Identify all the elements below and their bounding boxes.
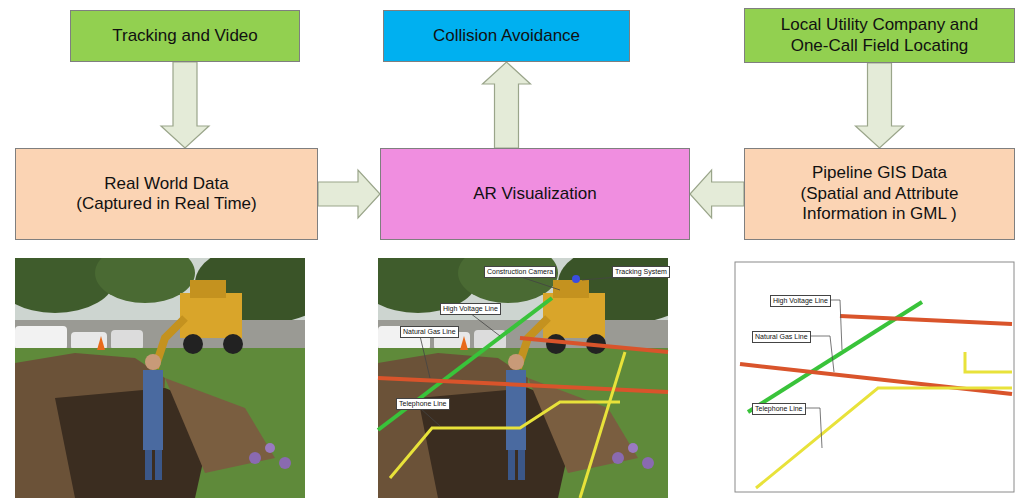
box-text: Tracking and Video — [112, 26, 258, 46]
leader-line — [420, 408, 440, 426]
site-photo — [15, 258, 305, 498]
callout-label: Telephone Line — [752, 403, 806, 415]
worker — [143, 370, 163, 450]
worker-leg — [145, 450, 152, 480]
site-photo-copy — [358, 243, 698, 498]
leader-line — [518, 276, 560, 290]
leader-line — [815, 300, 842, 350]
process-box: Real World Data (Captured in Real Time) — [15, 148, 318, 240]
flowers — [279, 457, 291, 469]
process-box: Collision Avoidance — [383, 10, 630, 62]
process-box: AR Visualization — [380, 148, 690, 240]
process-box: Local Utility Company and One-Call Field… — [744, 8, 1015, 63]
panel-frame — [735, 262, 1014, 492]
backhoe-cab — [190, 280, 226, 298]
telephone-line — [965, 352, 1012, 372]
dirt-pile — [165, 378, 275, 473]
block-arrow — [690, 170, 744, 218]
car — [111, 330, 143, 350]
car — [71, 332, 107, 350]
flowers — [265, 443, 275, 453]
telephone-line — [580, 352, 625, 498]
box-text: AR Visualization — [473, 184, 596, 204]
backhoe — [180, 293, 242, 338]
ar-overlay — [378, 275, 668, 498]
callout-label: Construction Camera — [484, 266, 556, 278]
callout-label: Telephone Line — [396, 398, 450, 410]
block-arrow — [483, 62, 531, 148]
block-arrow — [856, 63, 904, 148]
wheel — [183, 334, 203, 354]
callout-label: High Voltage Line — [770, 295, 831, 307]
gas-line — [520, 338, 668, 352]
box-text: Pipeline GIS Data (Spatial and Attribute… — [789, 163, 971, 224]
block-arrow — [318, 170, 380, 218]
wheel — [223, 334, 243, 354]
box-text: Local Utility Company and One-Call Field… — [764, 15, 996, 56]
callout-label: High Voltage Line — [440, 303, 501, 315]
leader-line — [470, 313, 500, 336]
flowers — [249, 452, 261, 464]
worker-head — [145, 354, 161, 370]
traffic-cone — [97, 336, 105, 350]
tracking-beacon — [572, 275, 580, 283]
grass — [15, 348, 305, 498]
worker-leg — [155, 450, 162, 480]
process-box: Pipeline GIS Data (Spatial and Attribute… — [744, 148, 1015, 240]
process-box: Tracking and Video — [70, 10, 300, 62]
telephone-line — [390, 402, 620, 478]
callout-label: Tracking System — [612, 266, 670, 278]
gas-line — [378, 378, 668, 392]
callout-label: Natural Gas Line — [752, 331, 811, 343]
block-arrow — [161, 62, 209, 148]
high-voltage-line — [378, 298, 552, 430]
box-text: Real World Data (Captured in Real Time) — [67, 174, 267, 215]
gas-line — [840, 316, 1012, 324]
callout-label: Natural Gas Line — [400, 326, 459, 338]
leader-line — [420, 336, 430, 378]
car — [15, 326, 67, 350]
gis-panel — [735, 262, 1014, 492]
box-text: Collision Avoidance — [433, 26, 580, 46]
